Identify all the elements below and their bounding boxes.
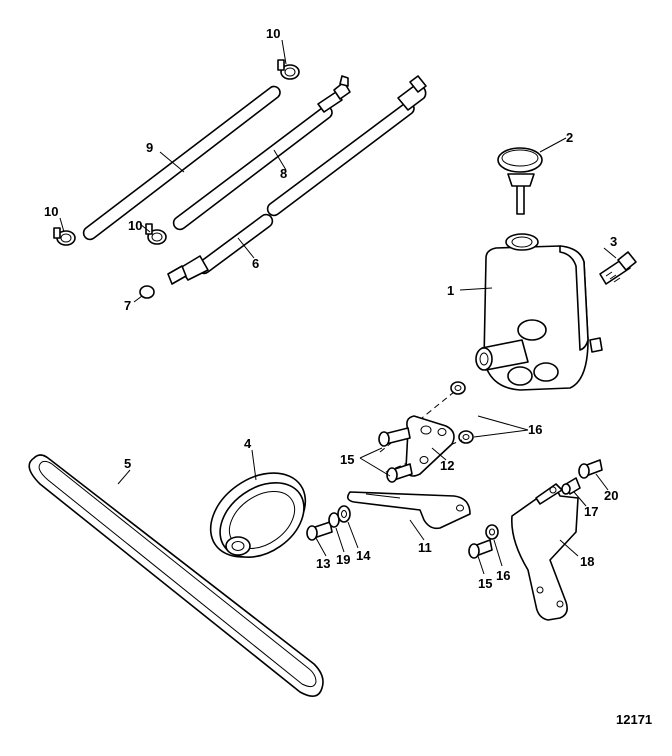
label-1: 1 — [447, 283, 454, 298]
washer-19 — [328, 512, 340, 528]
label-13: 13 — [316, 556, 330, 571]
label-14: 14 — [356, 548, 371, 563]
label-10-middle: 10 — [128, 218, 142, 233]
leader-lines — [59, 39, 617, 575]
label-16-lower: 16 — [496, 568, 510, 583]
label-16-upper: 16 — [528, 422, 542, 437]
washer-16-upper — [450, 381, 466, 395]
stud-3 — [599, 251, 637, 285]
bracket-11 — [346, 491, 471, 530]
pulley-4 — [209, 472, 307, 558]
spacer-17 — [561, 477, 581, 495]
label-5: 5 — [124, 456, 131, 471]
bolt-15-lower — [468, 539, 493, 559]
clamp-10-left — [53, 227, 76, 246]
label-2: 2 — [566, 130, 573, 145]
reservoir-cap-2 — [497, 147, 543, 215]
label-15-upper: 15 — [340, 452, 354, 467]
label-10-left: 10 — [44, 204, 58, 219]
clamp-10-top — [277, 59, 300, 80]
bolt-20 — [578, 459, 603, 479]
label-7: 7 — [124, 298, 131, 313]
label-8: 8 — [280, 166, 287, 181]
bolt-15-middle — [386, 463, 413, 483]
clamp-10-middle — [145, 223, 167, 245]
pump-reservoir-1 — [475, 233, 603, 391]
washer-16-lower — [458, 430, 474, 444]
washer-16-bracket — [485, 524, 499, 540]
label-4: 4 — [244, 436, 252, 451]
callout-labels: 10 9 8 10 10 6 7 2 3 1 5 4 16 15 12 11 1… — [44, 26, 618, 591]
label-10-top: 10 — [266, 26, 280, 41]
label-11: 11 — [418, 540, 432, 555]
label-12: 12 — [440, 458, 454, 473]
bolt-13 — [306, 521, 333, 541]
o-ring-7 — [139, 285, 155, 299]
label-17: 17 — [584, 504, 598, 519]
hose-6 — [167, 75, 427, 285]
hose-8 — [172, 75, 351, 231]
figure-number: 12171 — [616, 712, 652, 727]
label-9: 9 — [146, 140, 153, 155]
label-15-lower: 15 — [478, 576, 492, 591]
bolt-15-upper — [378, 427, 411, 447]
hose-9 — [82, 85, 281, 241]
label-20: 20 — [604, 488, 618, 503]
washer-14 — [337, 505, 351, 523]
bracket-18 — [511, 483, 579, 621]
label-18: 18 — [580, 554, 594, 569]
belt-5 — [28, 454, 324, 697]
label-6: 6 — [252, 256, 259, 271]
label-3: 3 — [610, 234, 617, 249]
label-19: 19 — [336, 552, 350, 567]
